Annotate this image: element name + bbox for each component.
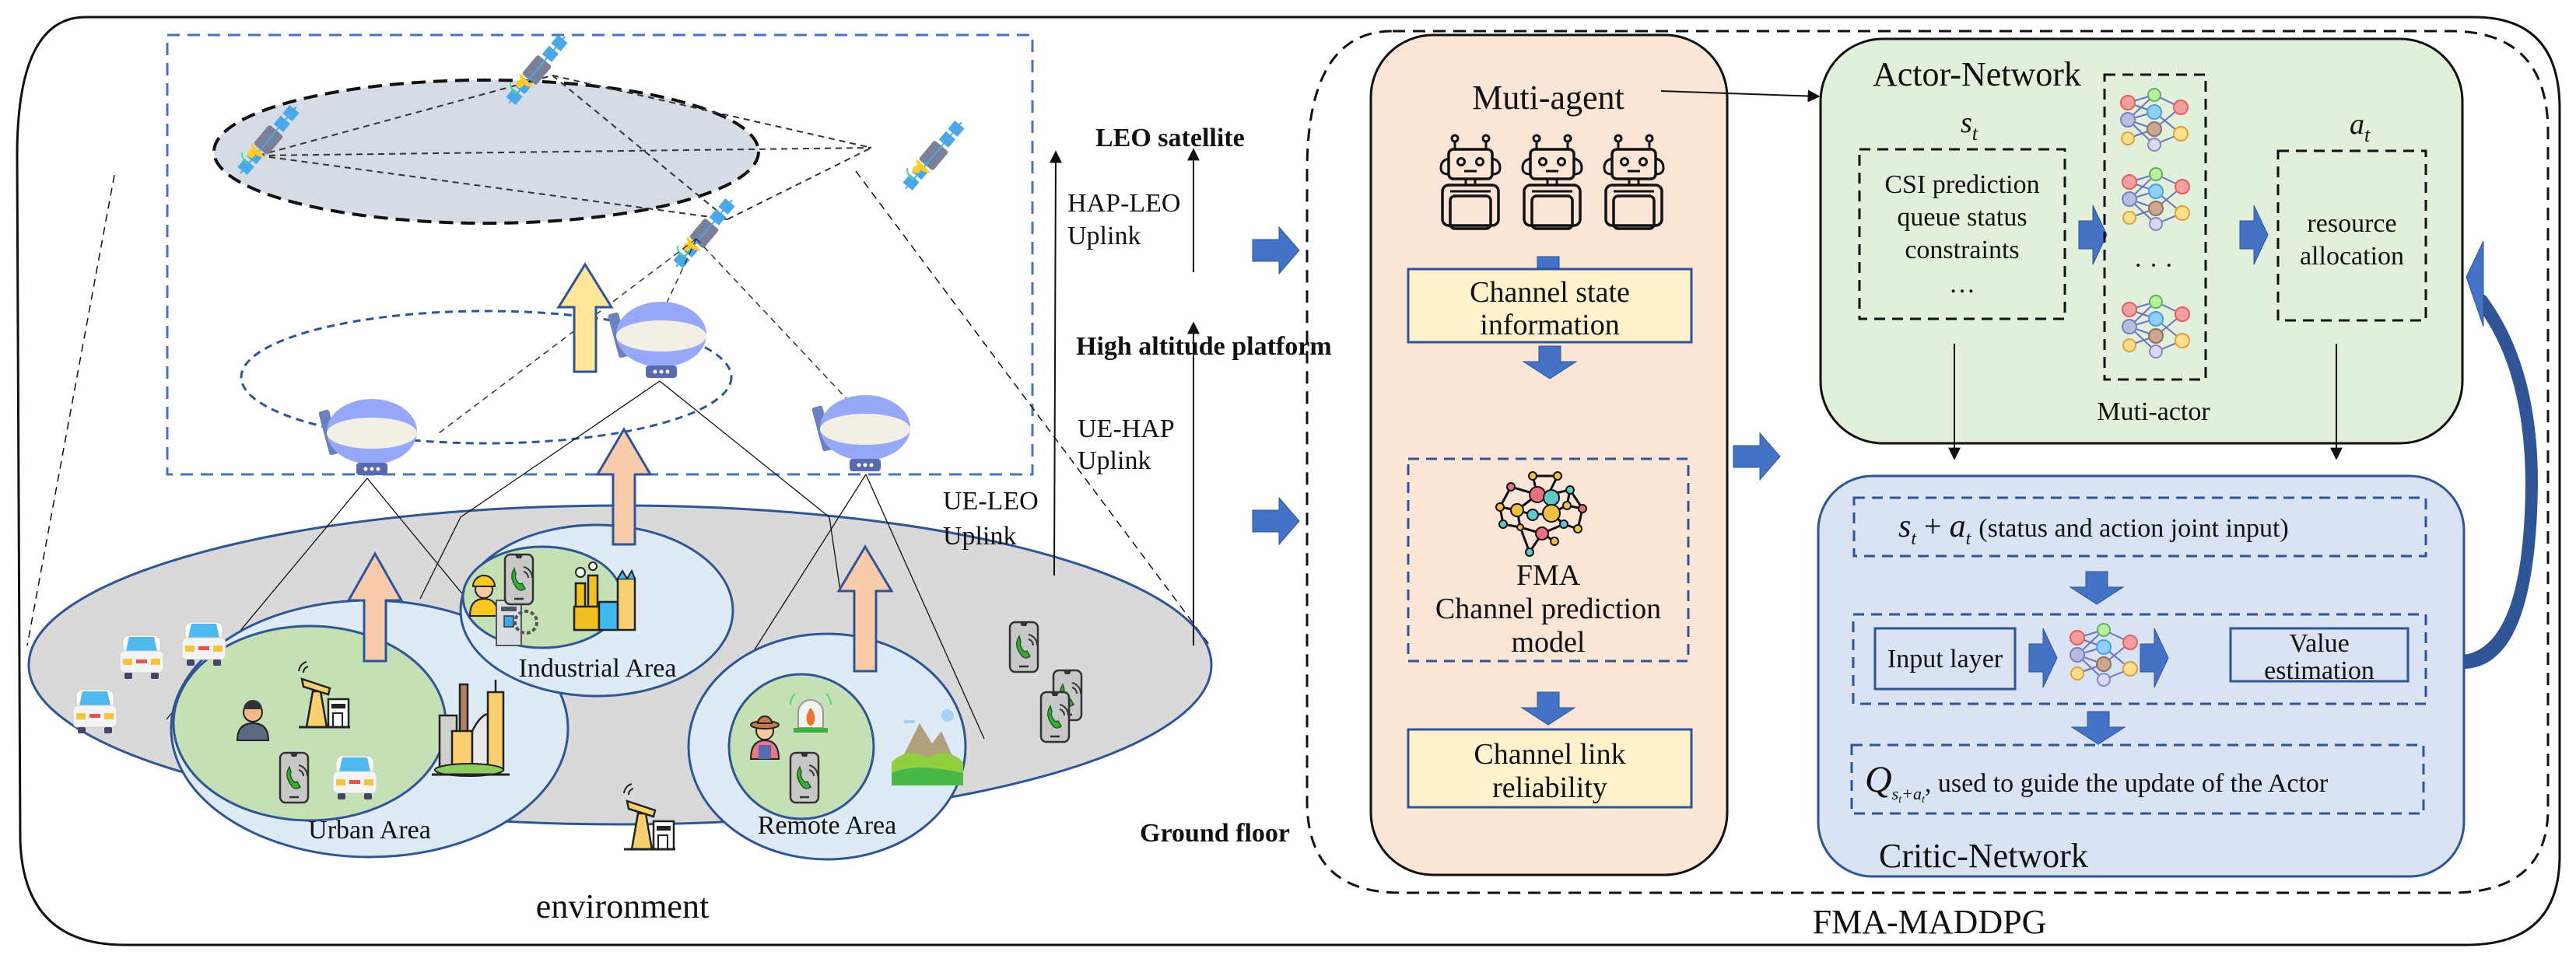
remote-uplink-arrow [836, 544, 894, 673]
remote-area-label: Remote Area [758, 811, 896, 840]
input-layer-label: Input layer [1887, 645, 2003, 673]
flow-arrow-icon [1252, 497, 1300, 545]
joint-input-text: st+at(status and action joint input) [1898, 509, 2289, 549]
agent-to-actor-connector [1660, 89, 1821, 103]
urban-area-label: Urban Area [308, 816, 431, 845]
state-item-1: CSI prediction [1884, 170, 2039, 199]
urban-uplink-arrow [346, 551, 404, 663]
action-box [2276, 149, 2427, 322]
csi-box [1407, 268, 1693, 344]
action-item-2: allocation [2300, 242, 2404, 271]
multi-agent-block: Muti-agent Channel state information FMA… [1369, 33, 1729, 876]
multi-actor-ellipsis: · · · [2134, 251, 2174, 280]
reliability-box-line-1: Channel link [1474, 738, 1625, 771]
phone-call-icon [789, 751, 820, 804]
critic-processing-box [1852, 613, 2427, 705]
hap-orbit-ring [240, 310, 733, 445]
car-icon [181, 621, 226, 666]
leo-orbit-ring [212, 79, 760, 225]
multi-actor-box [2103, 73, 2207, 381]
fma-maddpg-panel: Muti-agent Channel state information FMA… [1306, 30, 2550, 941]
value-estimation-box [2229, 627, 2410, 683]
environment-caption: environment [536, 887, 709, 925]
state-item-3: constraints [1905, 236, 2019, 264]
phone-call-icon [279, 751, 310, 804]
critic-network-block: st+at(status and action joint input) Inp… [1817, 474, 2466, 878]
airship-icon [607, 302, 706, 378]
air-layer-box [166, 33, 1034, 476]
hap-leo-link-label-1: HAP-LEO [1067, 189, 1180, 218]
hap-leo-link-label-2: Uplink [1067, 222, 1141, 250]
ue-leo-link-label-1: UE-LEO [943, 487, 1039, 516]
state-symbol: st [1961, 107, 1978, 145]
car-icon [72, 689, 117, 734]
car-icon [119, 635, 164, 680]
action-symbol: at [2350, 108, 2371, 146]
airship-icon [317, 399, 417, 475]
fma-prediction-box [1407, 457, 1690, 663]
multi-actor-label: Muti-actor [2097, 397, 2210, 426]
state-item-4: … [1949, 270, 1975, 299]
reliability-box [1407, 728, 1693, 809]
urban-area: Urban Area [170, 599, 570, 859]
industrial-uplink-arrow [595, 427, 653, 546]
leo-satellite-label: LEO satellite [1095, 124, 1245, 152]
flow-arrow-icon [1252, 226, 1300, 275]
value-estimation-line-1: Value [2289, 629, 2349, 658]
phone-call-icon [503, 553, 534, 606]
q-output-text: Qst+at, used to guide the update of the … [1865, 759, 2329, 806]
fma-maddpg-boundary [1306, 30, 2550, 894]
industrial-area-label: Industrial Area [519, 654, 677, 683]
input-layer-box [1873, 627, 2017, 691]
critic-feedback-arrow [2464, 289, 2538, 669]
car-icon [332, 755, 377, 800]
inter-satellite-links [258, 75, 872, 220]
airship-icon [811, 395, 910, 471]
joint-input-box [1852, 496, 2427, 558]
critic-network-title: Critic-Network [1879, 837, 2088, 875]
fma-maddpg-caption: FMA-MADDPG [1813, 903, 2047, 941]
coverage-line [855, 170, 1211, 646]
critic-feedback-arrowhead [2466, 240, 2484, 327]
satellite-icon [668, 193, 741, 274]
ue-hap-link-label-2: Uplink [1078, 446, 1151, 475]
industrial-area: Industrial Area [459, 523, 734, 698]
ue-hap-link-label-1: UE-HAP [1078, 415, 1175, 443]
multi-agent-title: Muti-agent [1472, 79, 1624, 117]
environment-panel: Urban Area Industrial Area Remote Area [26, 30, 1332, 925]
phone-call-icon [1039, 691, 1071, 743]
state-item-2: queue status [1897, 203, 2027, 232]
value-estimation-line-2: estimation [2264, 656, 2374, 685]
outer-frame [16, 16, 2561, 946]
phone-call-icon [1008, 621, 1039, 673]
satellite-icon [897, 115, 970, 196]
fma-box-line-2: Channel prediction [1435, 593, 1661, 625]
csi-box-line-2: information [1480, 309, 1619, 341]
fma-box-line-1: FMA [1516, 559, 1581, 592]
hap-uplink-arrow [556, 262, 614, 373]
coverage-line [26, 174, 115, 646]
csi-box-line-1: Channel state [1470, 276, 1630, 309]
fma-box-line-3: model [1512, 626, 1586, 659]
ue-leo-link-label-2: Uplink [943, 522, 1016, 551]
actor-network-block: Actor-Network st CSI prediction queue st… [1819, 37, 2464, 445]
ground-floor-label: Ground floor [1140, 819, 1290, 848]
remote-area: Remote Area [687, 632, 967, 861]
reliability-box-line-2: reliability [1492, 771, 1607, 804]
state-box [1858, 148, 2066, 320]
actor-network-title: Actor-Network [1873, 55, 2081, 93]
hap-layer-label: High altitude platform [1076, 332, 1332, 361]
action-item-1: resource [2307, 209, 2396, 238]
ue-leo-uplink-arrow [1049, 150, 1062, 576]
flow-arrow-icon [1733, 432, 1781, 481]
